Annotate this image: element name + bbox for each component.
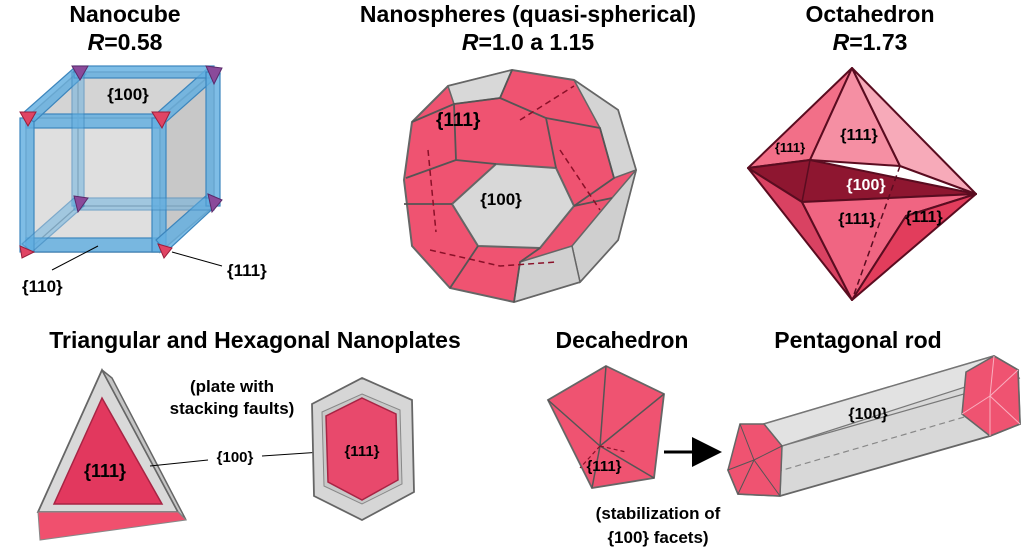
nanoplates-note-line1: (plate with	[190, 377, 274, 396]
nanoplates-panel: Triangular and Hexagonal Nanoplates {111…	[36, 327, 461, 541]
nanocube-title: Nanocube	[69, 1, 180, 27]
hexagonal-plate-shape	[311, 377, 415, 522]
pentagonal-rod-title: Pentagonal rod	[774, 327, 941, 353]
octahedron-title: Octahedron	[805, 1, 934, 27]
triangular-plate-facet-label: {111}	[84, 461, 126, 481]
pentagonal-rod-facet-label: {100}	[848, 406, 887, 423]
nanocube-facet-corner-label: {111}	[227, 261, 267, 280]
decahedron-facet-label: {111}	[586, 458, 621, 475]
nanospheres-panel: Nanospheres (quasi-spherical) R=1.0 a 1.…	[360, 1, 696, 304]
octahedron-facet-right-label: {111}	[905, 209, 942, 226]
nanocube-facet-edge-leader	[51, 245, 99, 271]
octahedron-r-value: R=1.73	[833, 29, 908, 55]
decahedron-panel: Decahedron {111} (stabilization of {100}…	[546, 327, 722, 547]
nanocube-facet-edge-label: {110}	[22, 277, 63, 296]
nanospheres-facet-100-label: {100}	[480, 190, 522, 209]
nanocube-shape	[19, 65, 223, 259]
nanocube-r-value: R=0.58	[88, 29, 163, 55]
nanospheres-facet-111-label: {111}	[436, 110, 481, 131]
decahedron-shape	[546, 364, 665, 489]
nanoplates-title: Triangular and Hexagonal Nanoplates	[49, 327, 461, 353]
nanospheres-shape	[402, 68, 638, 304]
pentagonal-rod-shape	[726, 355, 1021, 497]
decahedron-note-line2: {100} facets)	[607, 528, 708, 547]
nanoplates-note-line2: stacking faults)	[170, 399, 295, 418]
nanospheres-r-value: R=1.0 a 1.15	[462, 29, 595, 55]
nanoplates-side-leader-left	[149, 459, 209, 467]
octahedron-facet-upper-label: {111}	[840, 127, 877, 144]
hexagonal-plate-facet-label: {111}	[344, 443, 379, 460]
pentagonal-rod-panel: Pentagonal rod	[726, 327, 1021, 497]
decahedron-title: Decahedron	[556, 327, 689, 353]
nanocube-facet-top-label: {100}	[107, 85, 149, 104]
octahedron-facet-left-label: {111}	[775, 140, 805, 155]
octahedron-shape	[747, 67, 977, 301]
octahedron-panel: Octahedron R=1.73 {111} {111} {100} {111…	[747, 1, 977, 301]
octahedron-facet-lower-label: {111}	[838, 211, 875, 228]
nanocube-facet-corner-leader	[171, 251, 223, 267]
nanocube-panel: Nanocube R=0.58	[19, 1, 267, 296]
nanospheres-title: Nanospheres (quasi-spherical)	[360, 1, 696, 27]
octahedron-facet-middle-label: {100}	[846, 177, 885, 194]
nanoplates-side-leader-right	[261, 451, 323, 457]
nanoplates-facet-side-label: {100}	[217, 449, 254, 466]
triangular-plate-shape	[36, 367, 188, 541]
decahedron-note-line1: (stabilization of	[596, 504, 721, 523]
